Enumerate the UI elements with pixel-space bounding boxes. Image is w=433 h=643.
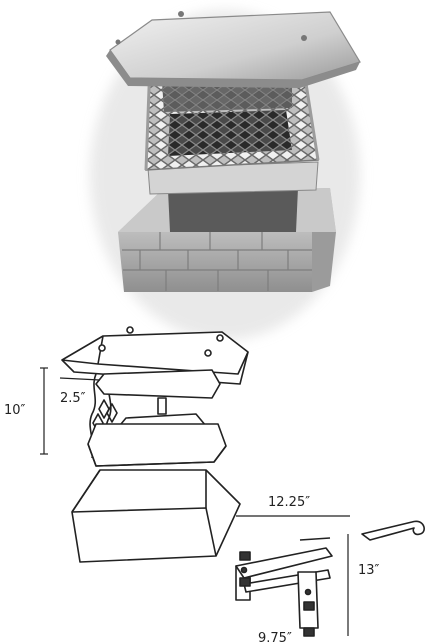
- dim-label-height: 10″: [4, 403, 26, 418]
- dim-label-offset: 2.5″: [60, 391, 86, 406]
- dim-label-bracket-height: 13″: [358, 563, 380, 578]
- mounting-bracket: [235, 537, 333, 637]
- dim-label-bracket-width: 12.25″: [268, 495, 310, 510]
- exploded-line-drawing: [61, 326, 249, 563]
- dim-label-bracket-base: 9.75″: [258, 631, 292, 643]
- hook-clip-part: [361, 520, 425, 541]
- cap-lid: [106, 11, 361, 88]
- chimney-cap-photo: [90, 10, 361, 340]
- dimension-line-offset: [59, 377, 101, 381]
- diagram-base: [71, 469, 241, 563]
- flue-tile: [168, 188, 298, 232]
